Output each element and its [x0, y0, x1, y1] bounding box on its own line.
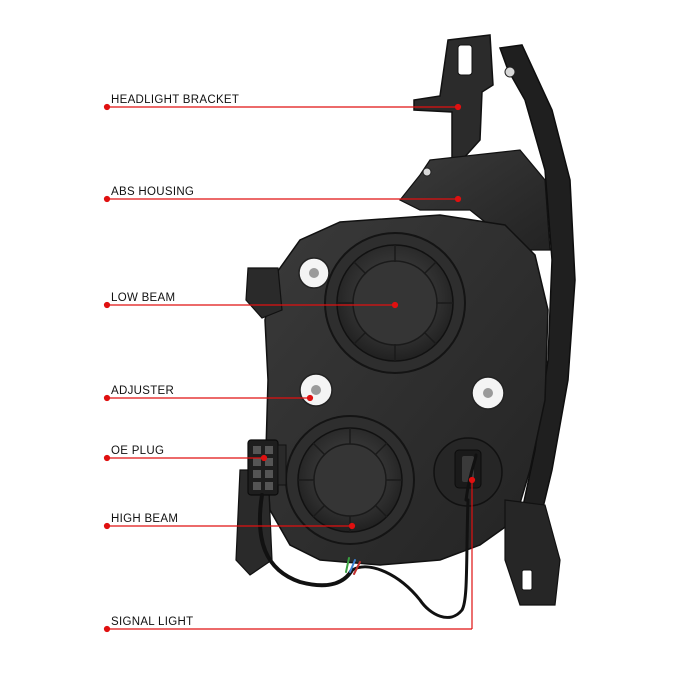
callout-lines: [103, 103, 476, 633]
label-adjuster: ADJUSTER: [111, 385, 175, 397]
wiring-harness: [257, 453, 478, 619]
oe-plug-connector: [247, 439, 287, 496]
label-high-beam: HIGH BEAM: [111, 513, 179, 525]
label-headlight-bracket: HEADLIGHT BRACKET: [111, 94, 240, 106]
label-signal-light: SIGNAL LIGHT: [111, 616, 194, 628]
lower-mount-bracket: [504, 499, 561, 606]
label-low-beam: LOW BEAM: [111, 292, 176, 304]
high-beam-cap: [285, 415, 415, 545]
label-abs-housing: ABS HOUSING: [111, 186, 195, 198]
headlight-bracket: [413, 34, 494, 167]
label-oe-plug: OE PLUG: [111, 445, 165, 457]
